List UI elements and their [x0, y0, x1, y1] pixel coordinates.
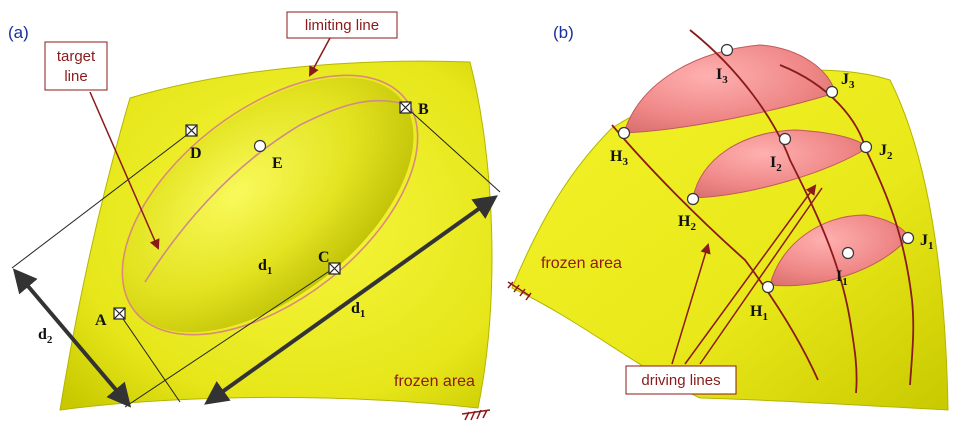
- point-label-i1: I1: [836, 268, 848, 288]
- point-marker-i3: [720, 43, 734, 57]
- point-label-j3: J3: [841, 71, 855, 91]
- panel-b-label: (b): [553, 23, 574, 42]
- limiting-line-pointer: [309, 37, 331, 77]
- driving-lines-pointer-2: [684, 184, 817, 365]
- point-label-j2: J2: [879, 142, 893, 162]
- point-label-d: D: [190, 145, 202, 162]
- panel-a-label: (a): [8, 23, 29, 42]
- point-label-h3: H3: [610, 148, 628, 168]
- d1-arrow: [204, 195, 498, 405]
- point-marker-b: [399, 101, 412, 114]
- panel-a: (a) limiting line target line: [8, 11, 501, 421]
- point-marker-a: [113, 307, 126, 320]
- point-marker-i2: [778, 132, 792, 146]
- point-label-b: B: [418, 101, 429, 118]
- bump-2: [692, 129, 868, 199]
- frozen-area-label-a: frozen area: [394, 373, 475, 390]
- point-label-h2: H2: [678, 213, 696, 233]
- bump-1: [769, 214, 909, 287]
- driving-line-j: [779, 64, 915, 386]
- point-marker-h3: [617, 126, 631, 140]
- target-line-callout: [44, 41, 108, 91]
- point-label-c: C: [318, 249, 330, 266]
- point-label-i3: I3: [716, 66, 728, 86]
- d2-arrow: [12, 268, 132, 408]
- point-marker-j3: [825, 85, 839, 99]
- d2-label: d2: [38, 326, 53, 346]
- point-label-j1: J1: [920, 232, 934, 252]
- point-marker-e: [253, 139, 267, 153]
- driving-line-h: [611, 124, 819, 381]
- driving-lines-callout: [625, 365, 737, 395]
- point-marker-h1: [761, 280, 775, 294]
- target-line-label-1: target: [57, 48, 96, 65]
- point-label-a: A: [95, 312, 107, 329]
- b-extension-line: [405, 106, 501, 193]
- point-marker-i1: [841, 246, 855, 260]
- d1-upper-label: d1: [258, 257, 272, 277]
- point-marker-j1: [901, 231, 915, 245]
- point-marker-j2: [859, 140, 873, 154]
- frozen-area-label-b: frozen area: [541, 255, 622, 272]
- d-extension-line: [11, 130, 193, 269]
- fixed-support-hatch-b: [507, 281, 532, 301]
- target-line-pointer: [89, 91, 160, 250]
- driving-lines-label: driving lines: [641, 372, 720, 389]
- driving-lines-pointer-3: [699, 187, 823, 365]
- point-marker-d: [185, 124, 198, 137]
- limiting-line-label: limiting line: [305, 17, 379, 34]
- driving-lines-pointer-1: [671, 242, 711, 365]
- point-label-h1: H1: [750, 303, 768, 323]
- fixed-support-hatch-a: [461, 409, 491, 421]
- target-line-curve: [144, 99, 405, 283]
- driving-line-i: [689, 29, 858, 394]
- point-marker-h2: [686, 192, 700, 206]
- target-line-label-2: line: [64, 68, 87, 85]
- panel-b: (b) frozen area driving lines I3 J3: [507, 23, 949, 411]
- limiting-line-callout: [286, 11, 398, 39]
- point-label-i2: I2: [770, 154, 782, 174]
- d1-lower-label: d1: [351, 300, 365, 320]
- point-marker-c: [328, 262, 341, 275]
- bump-3: [623, 44, 836, 134]
- point-label-e: E: [272, 155, 283, 172]
